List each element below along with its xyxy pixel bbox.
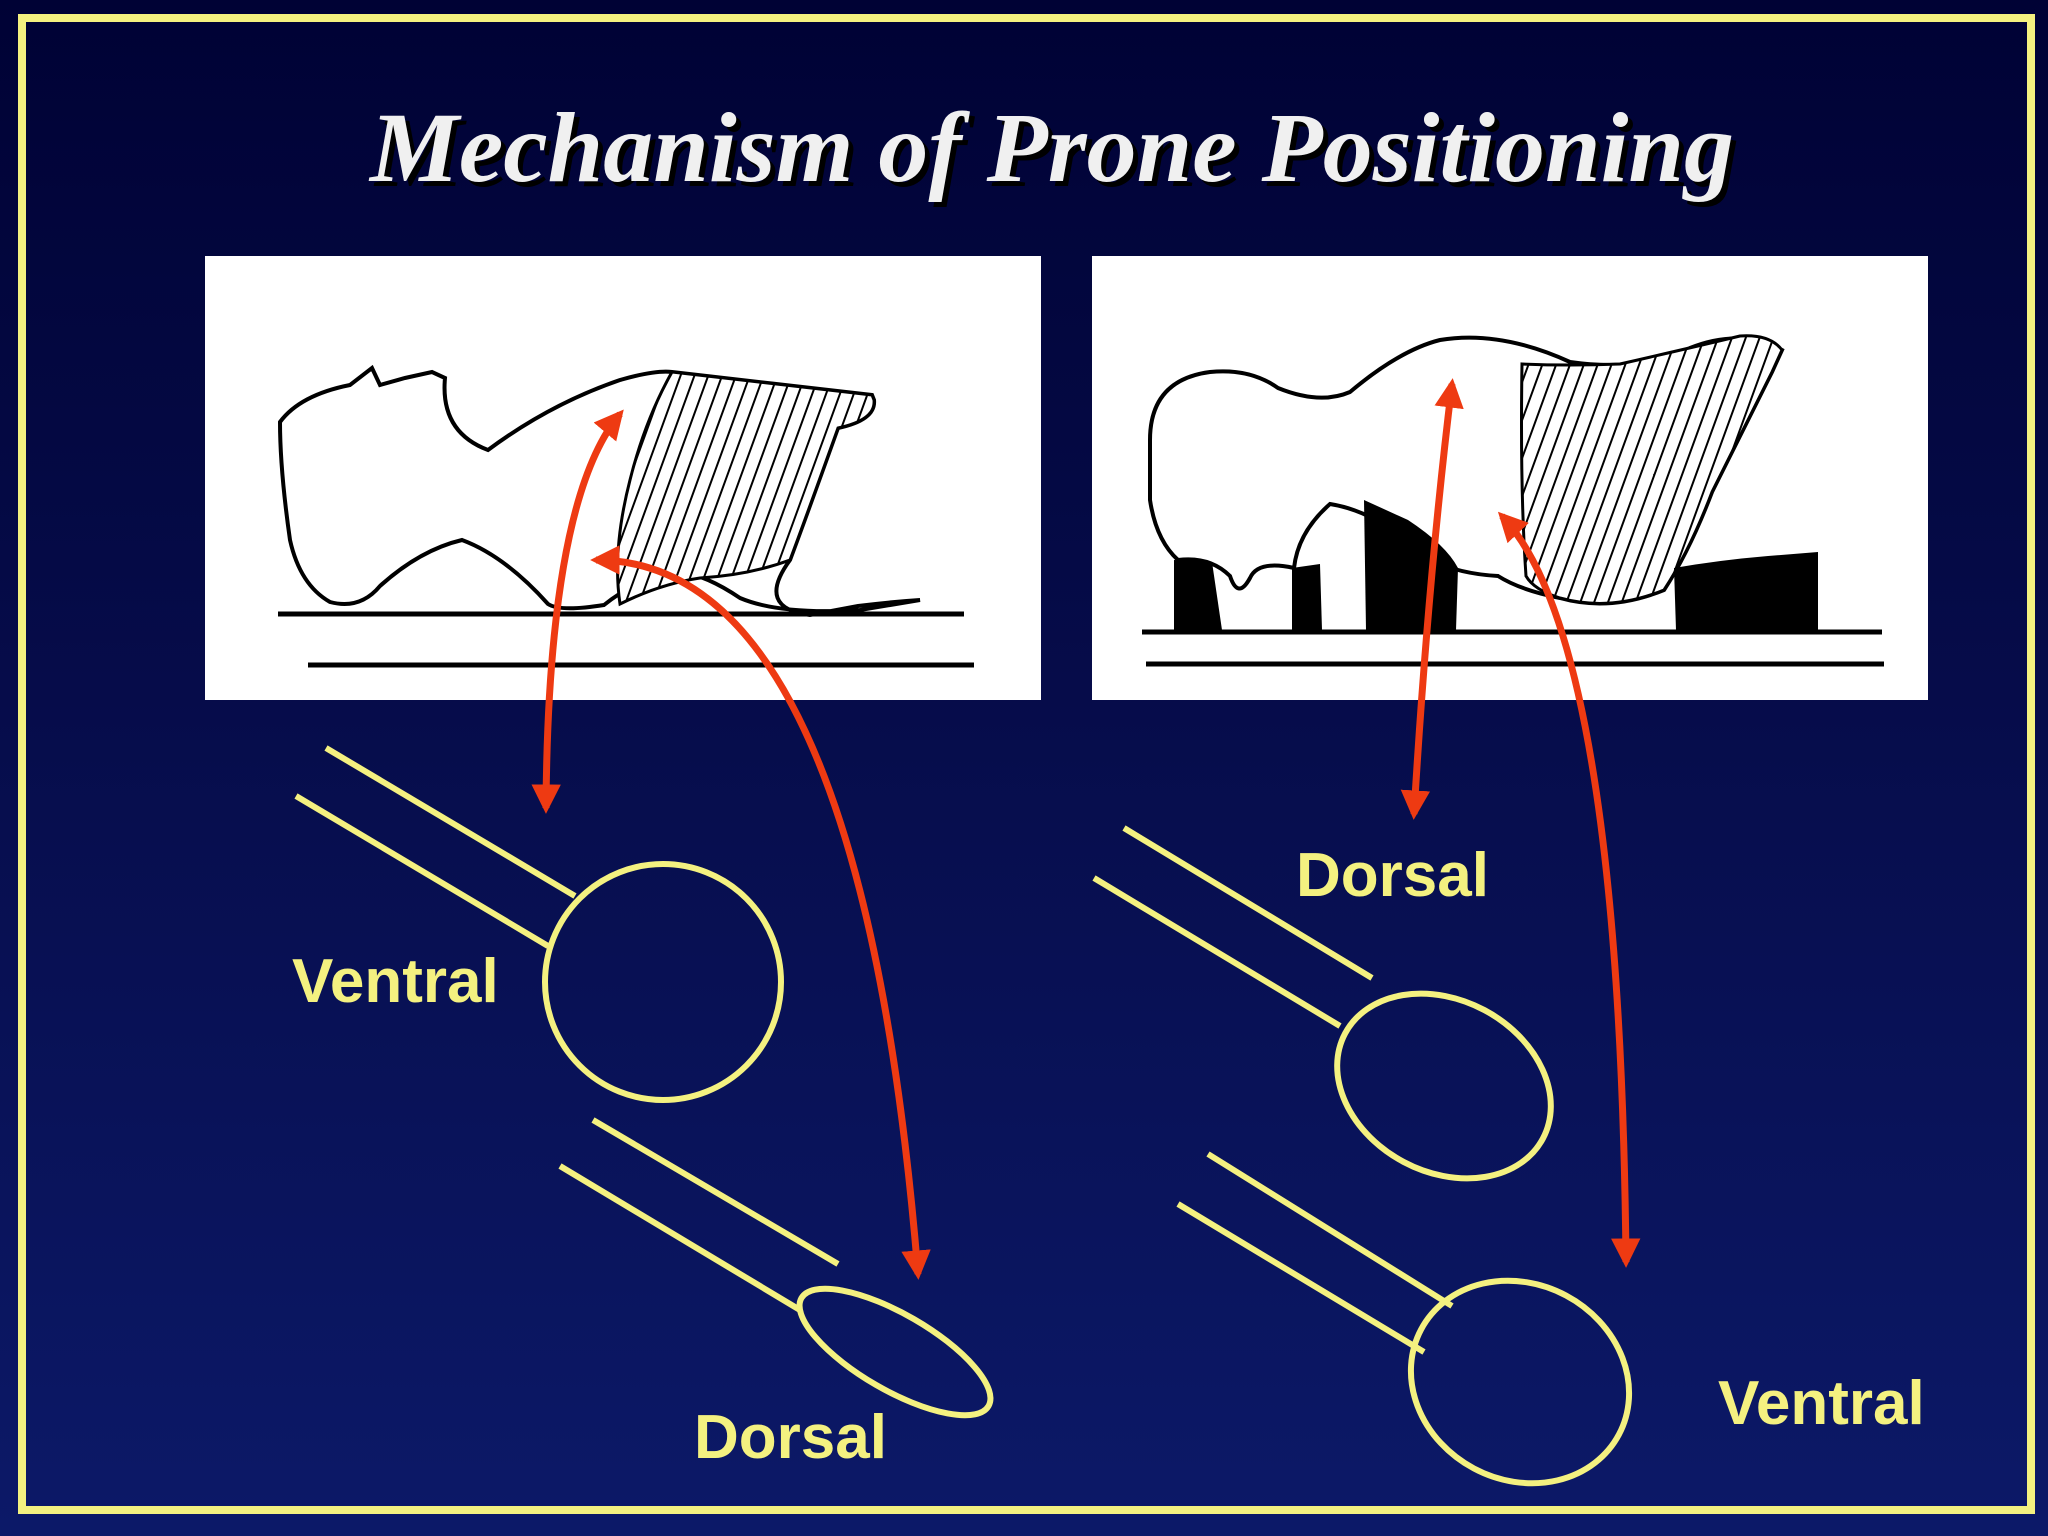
upper-airway-line-top-prone xyxy=(1122,825,1374,981)
upper-airway-line-bottom-prone xyxy=(1092,875,1342,1029)
dorsal-alveolus-collapsed xyxy=(796,1285,994,1419)
slide-title: Mechanism of Prone Positioning xyxy=(369,92,1735,203)
lower-airway-line-bottom xyxy=(558,1163,802,1313)
arrow-dorsal-supine xyxy=(590,545,931,1280)
label-dorsal-left: Dorsal xyxy=(694,1403,887,1472)
lower-airway-line-bottom-prone xyxy=(1176,1201,1426,1355)
upper-airway-line-bottom xyxy=(294,793,550,949)
upper-airway-line-top xyxy=(324,745,577,899)
label-ventral-right: Ventral xyxy=(1718,1369,1925,1438)
ventral-alveolus-expanded xyxy=(542,861,784,1103)
left-panel xyxy=(205,256,1041,700)
lower-airway-line-top xyxy=(591,1117,840,1267)
lower-airway-line-top-prone xyxy=(1206,1151,1454,1309)
arrow-ventral-prone xyxy=(1497,511,1641,1268)
label-dorsal-right: Dorsal xyxy=(1296,841,1489,910)
right-airway-diagram xyxy=(1092,825,1633,1487)
label-ventral-left: Ventral xyxy=(292,947,499,1016)
mapping-arrows xyxy=(531,378,1641,1280)
dorsal-alveolus-recruited xyxy=(1334,990,1554,1182)
right-panel xyxy=(1092,256,1928,700)
arrow-dorsal-prone xyxy=(1400,378,1464,820)
arrow-ventral-supine xyxy=(531,409,624,814)
ventral-alveolus-prone xyxy=(1407,1277,1633,1487)
